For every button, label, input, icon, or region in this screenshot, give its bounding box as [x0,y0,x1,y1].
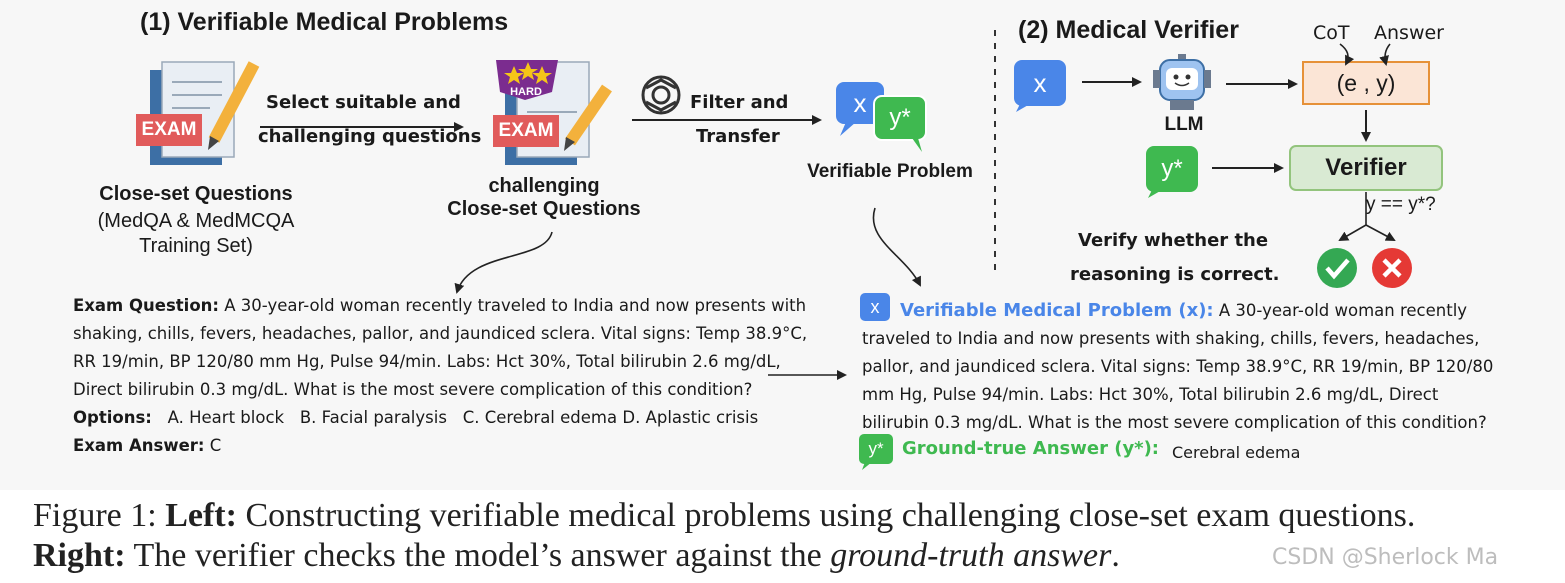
answer-arrow [1379,43,1391,66]
closed-set-sub1: (MedQA & MedMCQA [97,210,295,232]
y-small-chip [859,434,893,470]
caption-line1: Figure 1: Left: Constructing verifiable … [33,497,1415,535]
y-bubble-icon [873,95,927,152]
select-label-line1: Select suitable and [266,92,461,113]
y-bubble-letter: y* [889,104,911,131]
filter-label-line2: Transfer [696,126,780,147]
verifier-to-correct-arrow [1338,192,1367,241]
curved-down-arrow-right [872,207,921,287]
ground-truth-label: Ground-true Answer (y*): [902,438,1160,459]
caption-left-bold: Left: [165,497,237,534]
exam-document-icon [136,61,260,165]
option-b: B. Facial paralysis [299,408,447,427]
exam-badge: EXAM [141,119,197,140]
right-section-title: (2) Medical Verifier [1018,16,1239,44]
verifiable-problem-label: Verifiable Problem [807,161,973,182]
verifiable-problem-block: Verifiable Medical Problem (x): A 30-yea… [862,297,1493,437]
y-small-chip-letter: y* [868,439,884,458]
pair-box [1302,61,1430,105]
closed-set-sub2: Training Set) [139,235,253,257]
caption-line2: Right: The verifier checks the model’s a… [33,537,1120,575]
challenging-label-2: Close-set Questions [447,198,641,220]
verifier-to-wrong-arrow [1365,224,1396,241]
condition-label: y == y*? [1366,194,1436,215]
x-bubble-icon [836,82,884,136]
exam-question-line: Direct bilirubin 0.3 mg/dL. What is the … [73,380,753,399]
filter-label-line1: Filter and [690,92,789,113]
verify-note-line2: reasoning is correct. [1070,264,1280,285]
wrong-cross-icon [1372,248,1412,288]
exam-question-line: shaking, chills, fevers, headaches, pall… [73,324,808,343]
hard-badge: HARD [510,86,542,98]
correct-check-icon [1317,248,1357,288]
challenging-label-1: challenging [488,175,600,197]
caption-right-italic: ground-truth answer [830,537,1112,574]
caption-right-text: The verifier checks the model’s answer a… [133,537,822,574]
exam-answer-label: Exam Answer: [73,436,205,455]
verifiable-line: mm Hg, Pulse 94/min. Labs: Hct 30%, Tota… [862,385,1439,404]
verifiable-problem-title: Verifiable Medical Problem (x): [900,300,1214,321]
verifiable-line: traveled to India and now presents with … [862,329,1480,348]
exam-question-line: RR 19/min, BP 120/80 mm Hg, Pulse 94/min… [73,352,781,371]
curved-down-arrow [454,231,553,294]
option-a: A. Heart block [167,408,285,427]
x-input-letter: x [1033,67,1047,98]
verifier-label: Verifier [1325,154,1407,181]
exam-badge-2: EXAM [498,120,554,141]
closed-set-title: Close-set Questions [99,183,293,205]
openai-logo-icon [641,75,681,115]
verifiable-line: pallor, and jaundiced sclera. Vital sign… [862,357,1494,376]
x-bubble-letter: x [853,87,867,118]
exam-question-block: Exam Question: A 30-year-old woman recen… [73,292,807,460]
ground-truth-value: Cerebral edema [1172,443,1301,462]
x-small-chip [860,293,890,321]
option-c: C. Cerebral edema [462,408,618,427]
verifiable-line: bilirubin 0.3 mg/dL. What is the most se… [862,413,1487,432]
hard-exam-document-icon [493,60,612,165]
llm-label: LLM [1164,114,1204,135]
y-input-letter: y* [1161,155,1183,182]
verifiable-line: A 30-year-old woman recently [1218,301,1468,320]
cot-label: CoT [1313,22,1350,44]
caption-right-bold: Right: [33,537,126,574]
pair-text: (e , y) [1336,70,1396,96]
caption-left-text: Constructing verifiable medical problems… [245,497,1416,534]
caption-prefix: Figure 1: [33,497,157,534]
cot-arrow [1339,43,1355,66]
y-input-bubble [1146,146,1198,198]
answer-label: Answer [1374,22,1444,44]
x-input-bubble [1014,60,1066,112]
exam-answer-value: C [209,436,222,455]
exam-question-line: A 30-year-old woman recently traveled to… [224,296,807,315]
select-label-line2: challenging questions [258,126,482,147]
x-small-chip-letter: x [870,296,880,317]
option-d: D. Aplastic crisis [622,408,759,427]
watermark: CSDN @Sherlock Ma [1272,545,1499,570]
caption-right-end: . [1111,537,1120,574]
llm-robot-icon [1153,54,1211,110]
verifier-box [1289,145,1443,191]
verify-note-line1: Verify whether the [1078,230,1269,251]
left-section-title: (1) Verifiable Medical Problems [140,8,509,36]
options-label: Options: [73,408,152,427]
exam-question-label: Exam Question: [73,296,219,315]
